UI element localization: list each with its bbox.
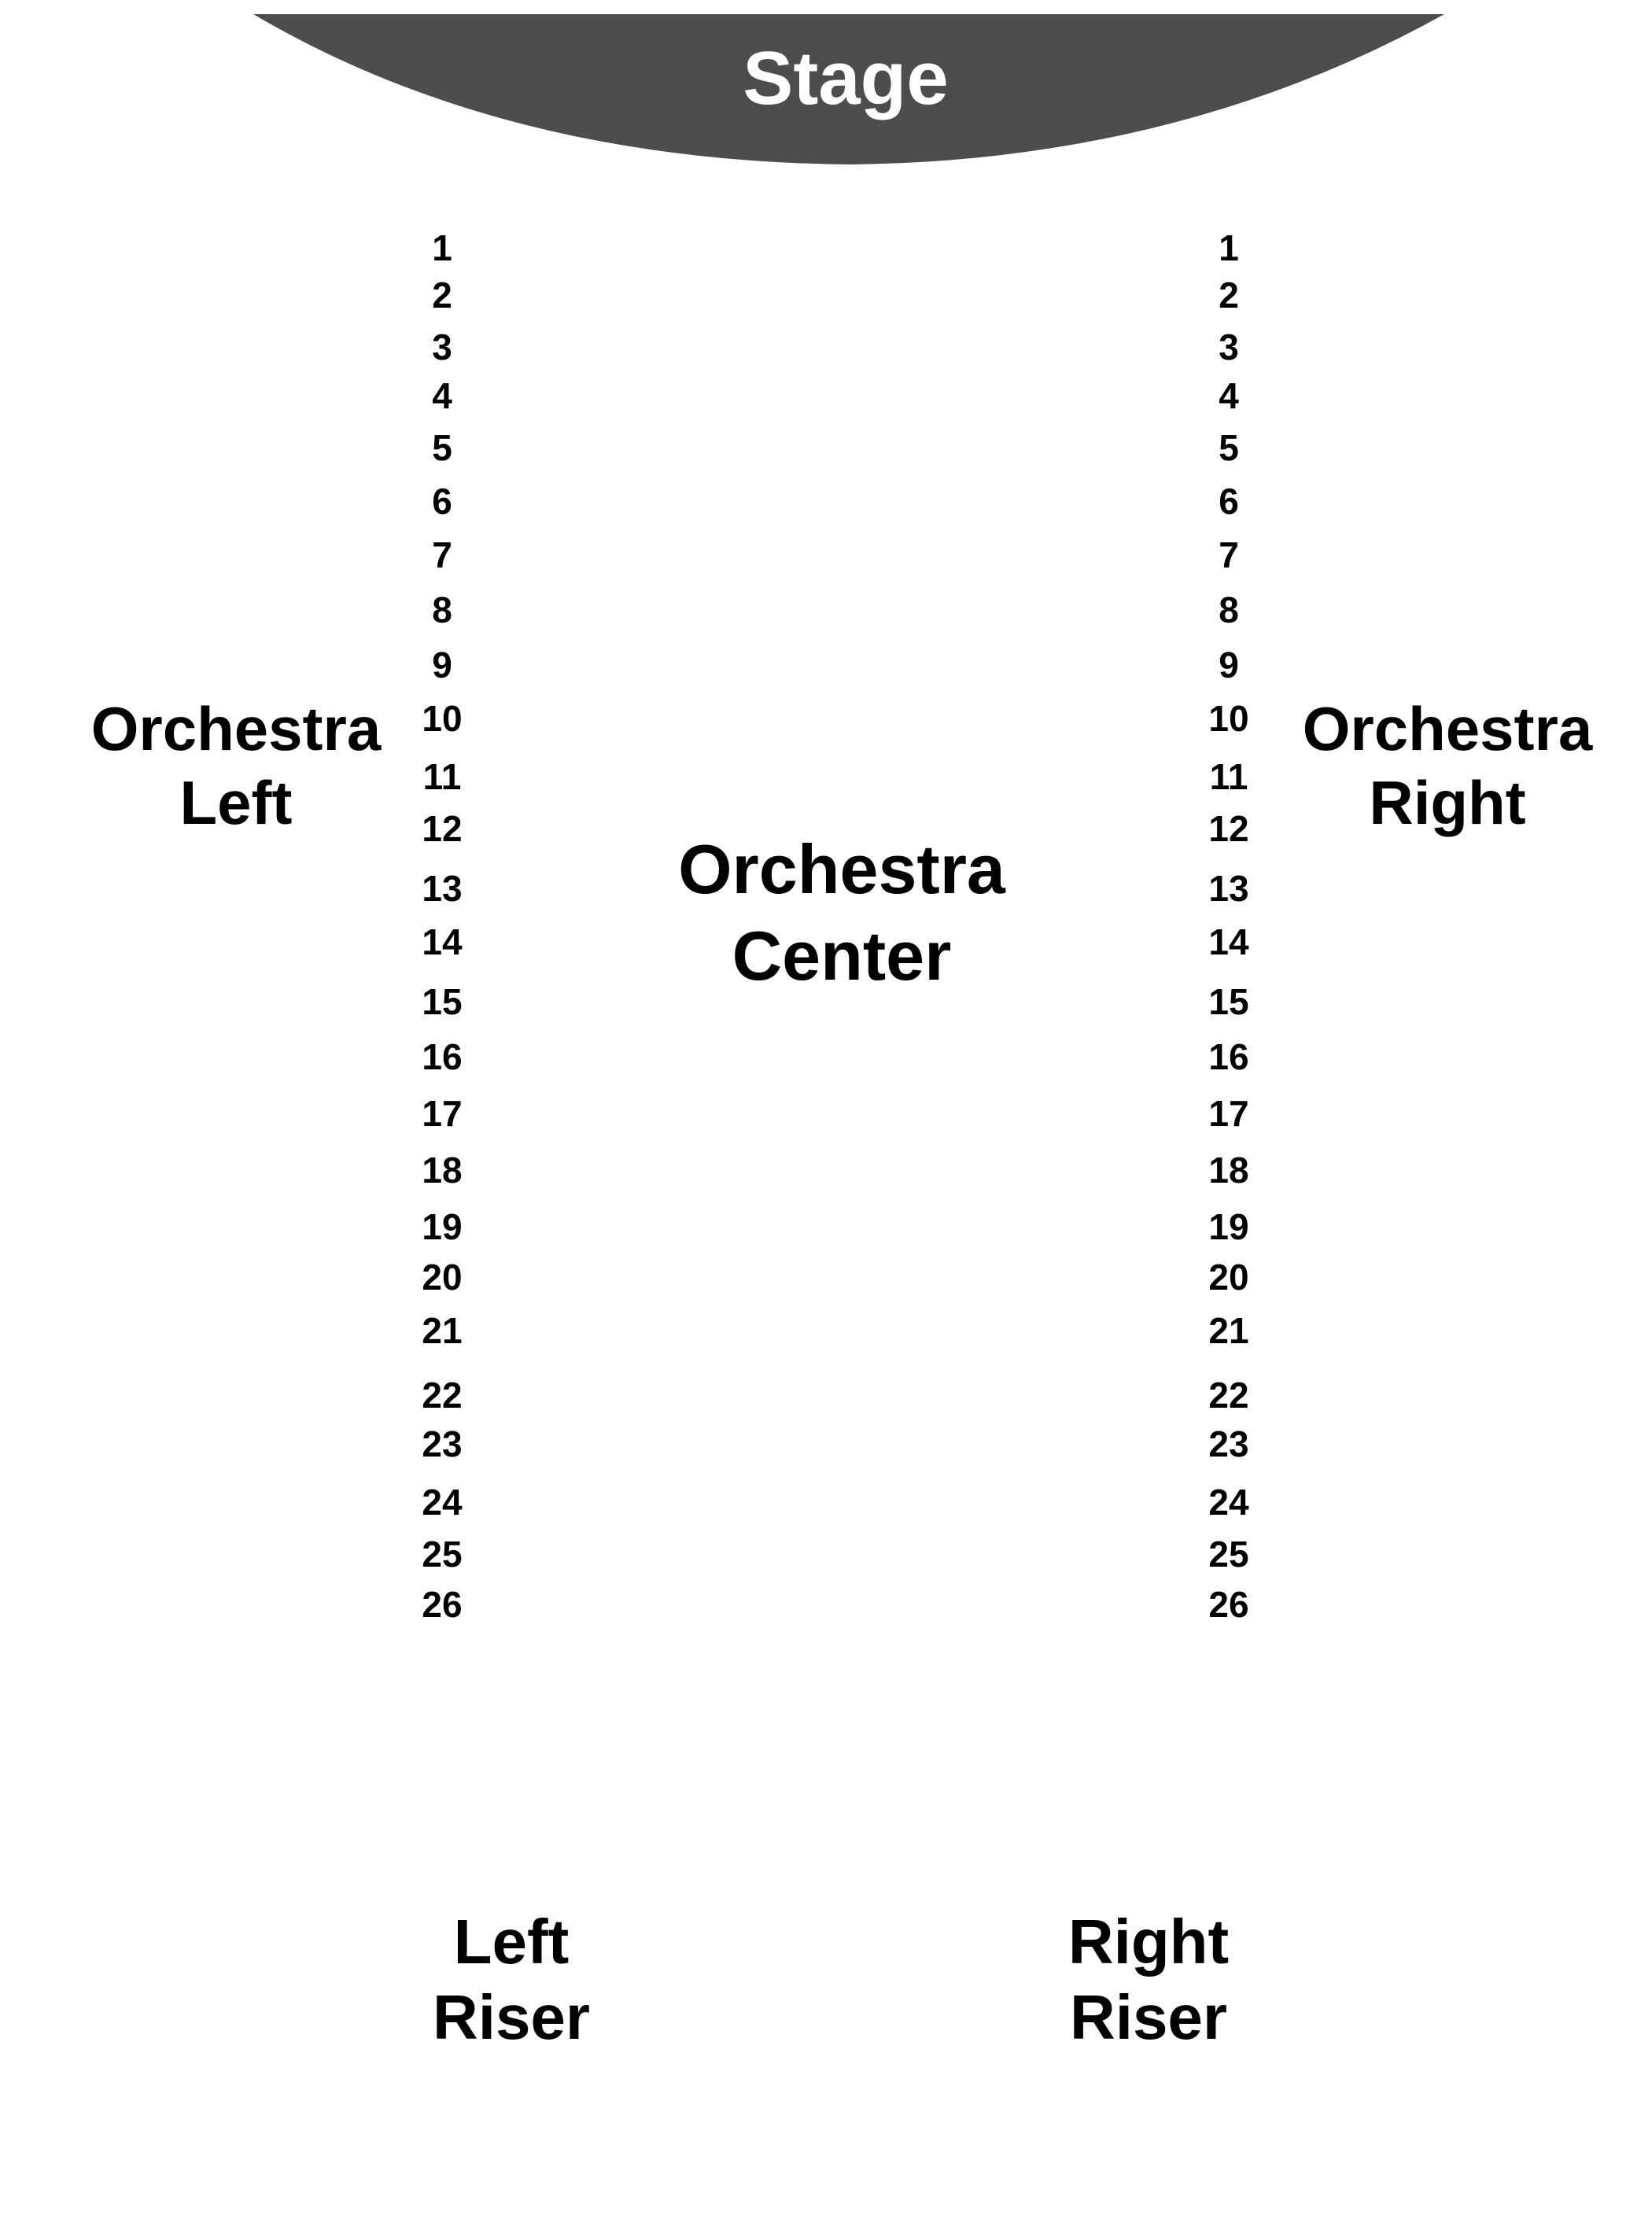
section-right-riser-line1: Right (1068, 1907, 1230, 1977)
section-orchestra-center-line2: Center (732, 917, 952, 995)
row-number-left[interactable]: 25 (422, 1534, 463, 1575)
row-number-right[interactable]: 3 (1219, 327, 1239, 367)
row-number-left[interactable]: 24 (422, 1482, 463, 1523)
stage-label: Stage (743, 36, 949, 120)
row-number-left[interactable]: 4 (432, 375, 452, 416)
row-number-left[interactable]: 19 (422, 1206, 463, 1247)
section-orchestra-left-line1: Orchestra (90, 694, 382, 763)
row-number-left[interactable]: 26 (422, 1584, 463, 1625)
row-number-left[interactable]: 16 (422, 1036, 463, 1077)
row-number-right[interactable]: 1 (1219, 227, 1239, 268)
section-orchestra-center-line1: Orchestra (678, 830, 1005, 908)
row-number-left[interactable]: 22 (422, 1375, 463, 1416)
row-number-right[interactable]: 12 (1208, 808, 1249, 849)
row-number-right[interactable]: 23 (1208, 1423, 1249, 1464)
row-number-left[interactable]: 17 (422, 1093, 463, 1134)
row-number-right[interactable]: 5 (1219, 427, 1239, 468)
section-right-riser[interactable]: Right Riser (975, 1904, 1322, 2055)
row-number-right[interactable]: 19 (1208, 1206, 1249, 1247)
row-number-right[interactable]: 2 (1219, 275, 1239, 316)
row-number-right[interactable]: 24 (1208, 1482, 1249, 1523)
row-number-right[interactable]: 7 (1219, 534, 1239, 575)
row-number-right[interactable]: 11 (1209, 756, 1248, 797)
row-number-left[interactable]: 20 (422, 1257, 463, 1298)
row-number-right[interactable]: 6 (1219, 481, 1239, 522)
row-number-left[interactable]: 1 (432, 227, 452, 268)
row-number-right[interactable]: 9 (1219, 644, 1239, 685)
row-number-left[interactable]: 9 (432, 644, 452, 685)
row-number-right[interactable]: 8 (1219, 589, 1239, 630)
row-number-right[interactable]: 16 (1208, 1036, 1249, 1077)
section-left-riser-line1: Left (453, 1907, 570, 1977)
section-orchestra-left[interactable]: Orchestra Left (63, 692, 409, 840)
row-number-right[interactable]: 26 (1208, 1584, 1249, 1625)
row-number-left[interactable]: 10 (422, 698, 463, 739)
section-right-riser-line2: Riser (1069, 1982, 1228, 2052)
section-orchestra-center[interactable]: Orchestra Center (614, 826, 1070, 999)
row-number-left[interactable]: 7 (432, 534, 452, 575)
row-number-left[interactable]: 11 (422, 756, 462, 797)
row-number-left[interactable]: 18 (422, 1150, 463, 1191)
row-number-right[interactable]: 15 (1208, 981, 1249, 1022)
row-number-left[interactable]: 13 (422, 868, 463, 909)
row-number-right[interactable]: 18 (1208, 1150, 1249, 1191)
row-number-left[interactable]: 5 (432, 427, 452, 468)
row-number-left[interactable]: 12 (422, 808, 463, 849)
row-number-left[interactable]: 3 (432, 327, 452, 367)
row-number-right[interactable]: 21 (1208, 1310, 1249, 1351)
row-number-left[interactable]: 6 (432, 481, 452, 522)
row-number-right[interactable]: 14 (1208, 921, 1249, 962)
section-orchestra-left-line2: Left (179, 767, 293, 837)
row-number-left[interactable]: 14 (422, 921, 463, 962)
section-orchestra-right[interactable]: Orchestra Right (1274, 692, 1621, 840)
row-number-right[interactable]: 10 (1208, 698, 1249, 739)
row-number-left[interactable]: 15 (422, 981, 463, 1022)
section-orchestra-right-line2: Right (1369, 767, 1526, 837)
row-number-right[interactable]: 4 (1219, 375, 1239, 416)
section-left-riser[interactable]: Left Riser (338, 1904, 684, 2055)
row-number-left[interactable]: 2 (432, 275, 452, 316)
row-number-right[interactable]: 25 (1208, 1534, 1249, 1575)
row-number-left[interactable]: 8 (432, 589, 452, 630)
stage-shape[interactable] (0, 0, 1652, 189)
row-number-left[interactable]: 21 (422, 1310, 463, 1351)
row-number-right[interactable]: 17 (1208, 1093, 1249, 1134)
row-number-right[interactable]: 22 (1208, 1375, 1249, 1416)
row-number-right[interactable]: 13 (1208, 868, 1249, 909)
row-number-right[interactable]: 20 (1208, 1257, 1249, 1298)
section-orchestra-right-line1: Orchestra (1302, 694, 1593, 763)
section-left-riser-line2: Riser (432, 1982, 591, 2052)
row-number-left[interactable]: 23 (422, 1423, 463, 1464)
